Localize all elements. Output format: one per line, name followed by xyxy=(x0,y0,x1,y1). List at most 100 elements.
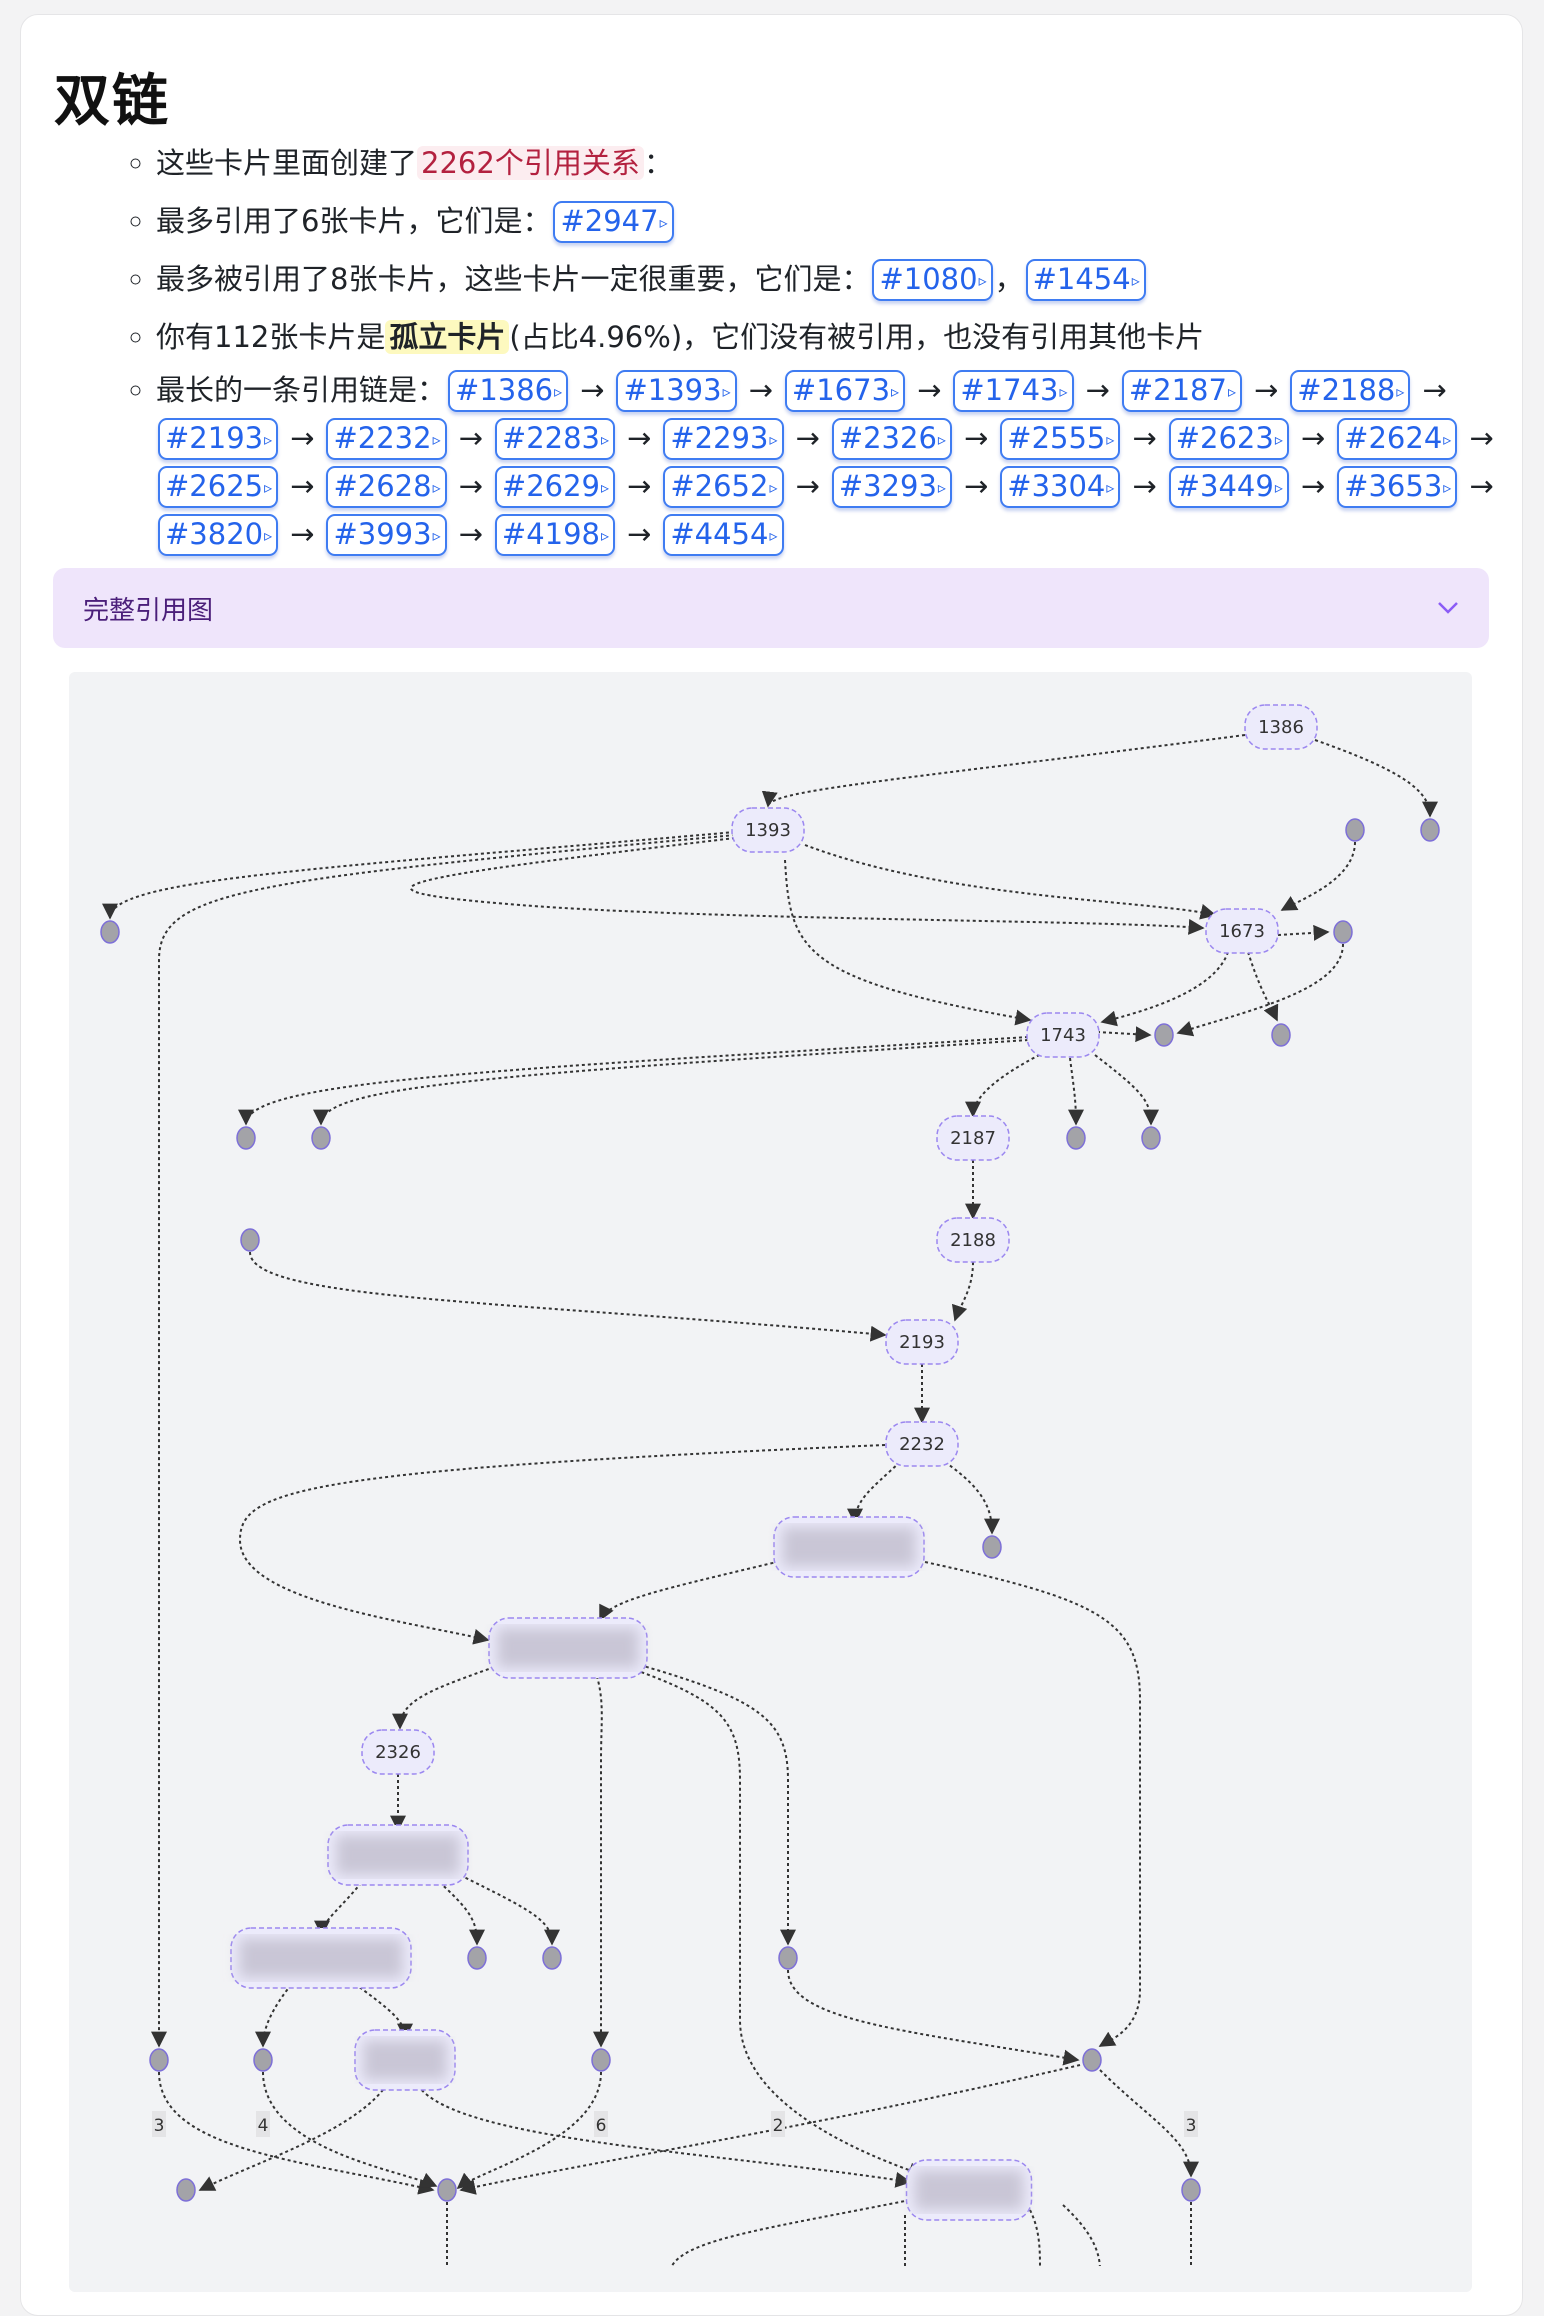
play-triangle-icon: ▹ xyxy=(1443,478,1452,497)
card-link-chip[interactable]: #2293▹ xyxy=(663,418,784,460)
card-link-chip[interactable]: #1673▹ xyxy=(784,370,906,412)
graph-dot-node[interactable] xyxy=(176,2178,196,2202)
graph-dot-node[interactable] xyxy=(1420,818,1440,842)
card-link-chip[interactable]: #2628▹ xyxy=(326,466,447,508)
graph-node-1673[interactable]: 1673 xyxy=(1205,908,1279,954)
graph-dot-node[interactable] xyxy=(240,1228,260,1252)
card-link-chip[interactable]: #1393▹ xyxy=(616,370,737,412)
graph-node-2187[interactable]: 2187 xyxy=(936,1115,1010,1161)
graph-edge xyxy=(1062,2204,1101,2266)
graph-dot-node[interactable] xyxy=(236,1126,256,1150)
graph-dot-node[interactable] xyxy=(253,2048,273,2072)
isolated-cards-highlight: 孤立卡片 xyxy=(385,320,510,354)
graph-dot-node[interactable] xyxy=(311,1126,331,1150)
card-link-chip[interactable]: #2187▹ xyxy=(1121,370,1242,412)
graph-edge xyxy=(238,1444,886,1645)
card-id: #2629 xyxy=(501,469,601,503)
card-id: #2652 xyxy=(670,469,769,503)
card-link-chip[interactable]: #3293▹ xyxy=(831,466,952,508)
card-link-chip[interactable]: #2623▹ xyxy=(1168,418,1289,460)
graph-edge xyxy=(314,1877,366,1937)
card-link-chip[interactable]: #1454▹ xyxy=(1025,259,1146,301)
card-link-chip[interactable]: #2188▹ xyxy=(1290,370,1411,412)
graph-edge xyxy=(456,2071,602,2190)
card-link-chip[interactable]: #3993▹ xyxy=(326,514,447,556)
play-triangle-icon: ▹ xyxy=(937,478,946,497)
card-link-chip[interactable]: #2652▹ xyxy=(663,466,784,508)
card-link-chip[interactable]: #2555▹ xyxy=(1000,418,1121,460)
graph-dot-node[interactable] xyxy=(591,2048,611,2072)
graph-dot-node[interactable] xyxy=(1345,818,1365,842)
graph-dot-node[interactable] xyxy=(1066,1126,1086,1150)
card-id: #1454 xyxy=(1032,262,1131,296)
node-label: 2232 xyxy=(899,1434,945,1455)
graph-dot-node[interactable] xyxy=(1154,1023,1174,1047)
node-box xyxy=(361,1729,435,1775)
edge-label-bg xyxy=(594,2111,608,2137)
play-triangle-icon: ▹ xyxy=(432,526,441,545)
play-triangle-icon: ▹ xyxy=(432,478,441,497)
card-link-chip[interactable]: #3820▹ xyxy=(158,514,279,556)
card-link-chip[interactable]: #4454▹ xyxy=(663,514,784,556)
card-link-chip[interactable]: #2232▹ xyxy=(326,418,447,460)
graph-dot-node[interactable] xyxy=(467,1946,487,1970)
card-id: #3293 xyxy=(838,469,937,503)
graph-dot-node[interactable] xyxy=(1181,2178,1201,2202)
card-link-chip[interactable]: #2947▹ xyxy=(553,201,674,243)
graph-node-1386[interactable]: 1386 xyxy=(1244,704,1318,750)
stat-text: 你有112张卡片是 xyxy=(156,320,386,354)
card-id: #2293 xyxy=(670,421,769,455)
graph-dot-node[interactable] xyxy=(437,2178,457,2202)
graph-dot-node[interactable] xyxy=(1082,2048,1102,2072)
card-link-chip[interactable]: #3449▹ xyxy=(1168,466,1289,508)
chain-arrow: → xyxy=(627,517,652,551)
graph-edge xyxy=(593,1669,609,2048)
graph-dot-node[interactable] xyxy=(1333,920,1353,944)
graph-edge xyxy=(629,1667,925,2178)
graph-node-2326[interactable]: 2326 xyxy=(361,1729,435,1775)
stat-text: ： xyxy=(643,146,673,180)
card-link-chip[interactable]: #2326▹ xyxy=(831,418,952,460)
play-triangle-icon: ▹ xyxy=(769,430,778,449)
graph-node-1743[interactable]: 1743 xyxy=(1026,1012,1100,1058)
node-box xyxy=(731,807,805,853)
card-link-chip[interactable]: #2283▹ xyxy=(494,418,616,460)
redacted-blur xyxy=(363,2040,447,2080)
graph-node-1393[interactable]: 1393 xyxy=(731,807,805,853)
graph-dot-node[interactable] xyxy=(149,2048,169,2072)
play-triangle-icon: ▹ xyxy=(601,478,610,497)
graph-dot-node[interactable] xyxy=(542,1946,562,1970)
graph-edge xyxy=(639,1664,796,1946)
graph-dot-node[interactable] xyxy=(778,1946,798,1970)
card-link-chip[interactable]: #2625▹ xyxy=(158,466,279,508)
card-link-chip[interactable]: #1743▹ xyxy=(953,370,1074,412)
card-link-chip[interactable]: #1386▹ xyxy=(448,370,569,412)
graph-dot-node[interactable] xyxy=(982,1535,1002,1559)
graph-dot-node[interactable] xyxy=(100,920,120,944)
card-link-chip[interactable]: #2624▹ xyxy=(1337,418,1458,460)
edge-label: 2 xyxy=(773,2116,784,2136)
card-id: #2625 xyxy=(165,469,264,503)
edge-label: 6 xyxy=(596,2116,607,2136)
card-id: #4454 xyxy=(670,517,769,551)
chain-arrow: → xyxy=(290,421,315,455)
card-link-chip[interactable]: #1080▹ xyxy=(872,259,993,301)
graph-node-2232[interactable]: 2232 xyxy=(885,1421,959,1467)
card-link-chip[interactable]: #2193▹ xyxy=(158,418,279,460)
graph-edge xyxy=(1277,924,1330,941)
play-triangle-icon: ▹ xyxy=(891,382,900,401)
card-link-chip[interactable]: #3653▹ xyxy=(1337,466,1458,508)
stat-text: 最多引用了6张卡片，它们是： xyxy=(156,204,552,238)
graph-node-2188[interactable]: 2188 xyxy=(936,1217,1010,1263)
card-link-chip[interactable]: #4198▹ xyxy=(494,514,616,556)
graph-node-2193[interactable]: 2193 xyxy=(885,1319,959,1365)
card-link-chip[interactable]: #3304▹ xyxy=(1000,466,1121,508)
full-graph-collapse[interactable]: 完整引用图 xyxy=(53,568,1489,648)
graph-dot-node[interactable] xyxy=(1141,1126,1161,1150)
graph-dot-node[interactable] xyxy=(1271,1023,1291,1047)
play-triangle-icon: ▹ xyxy=(432,430,441,449)
card-link-chip[interactable]: #2629▹ xyxy=(494,466,616,508)
play-triangle-icon: ▹ xyxy=(554,382,563,401)
